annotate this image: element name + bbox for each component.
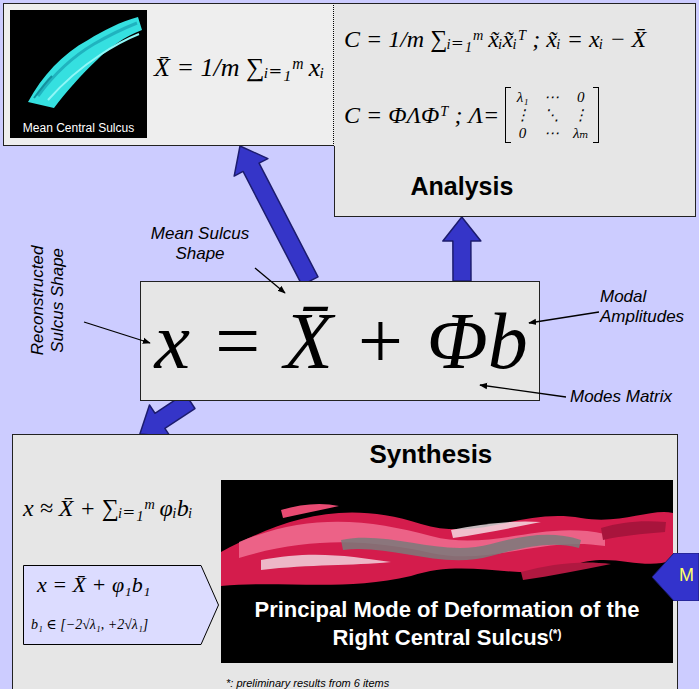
matrix-cell: 0	[515, 124, 530, 142]
text-slot: Mean Sulcus Shape	[144, 224, 256, 265]
mean-shape-panel: X̄ = 1/m ∑ᵢ₌₁ᵐ xᵢ Mean Central Sulcus	[3, 3, 334, 146]
callout-label: Modal Amplitudes	[600, 287, 684, 326]
text-slot: C = 1/m ∑ᵢ₌₁ᵐ x̃ᵢx̃ᵢᵀ ; x̃ᵢ = xᵢ − X̄	[344, 26, 646, 52]
text-slot: x = X̄ + Φb	[155, 297, 528, 385]
text-slot: Analysis	[411, 172, 514, 201]
text-slot: Modal Amplitudes	[600, 287, 696, 328]
matrix-cell: ⋯	[544, 124, 559, 142]
matrix-cell: λₘ	[573, 124, 589, 142]
text-slot: Modes Matrix	[570, 387, 672, 407]
text-slot: *: preliminary results from 6 items	[226, 673, 389, 689]
deformation-image: Principal Mode of Deformation of the Rig…	[221, 480, 673, 663]
model-equation-box: x = X̄ + Φb	[140, 281, 540, 401]
mode-formula-pentagon: x = X̄ + φ₁b₁ b₁ ∈ [−2√λ₁, +2√λ₁]	[23, 565, 219, 645]
block-arrow	[443, 217, 481, 281]
model-equation: x = X̄ + Φb	[155, 297, 528, 385]
text-slot: Mean Central Sulcus	[10, 118, 147, 136]
panel-heading: Synthesis	[370, 439, 493, 469]
text-slot: X̄ = 1/m ∑ᵢ₌₁ᵐ xᵢ	[154, 54, 324, 83]
diagonal-matrix: λ₁⋯0⋮⋱⋮0⋯λₘ	[505, 87, 599, 143]
callout-label: Modes Matrix	[570, 387, 672, 406]
matrix-cell: λ₁	[515, 88, 530, 106]
amplitude-range: b₁ ∈ [−2√λ₁, +2√λ₁]	[31, 617, 148, 632]
text-slot: Reconstructed Sulcus Shape	[28, 239, 69, 361]
image-caption: Mean Central Sulcus	[23, 121, 134, 135]
leader-line	[84, 322, 150, 343]
pointer-letter: M	[679, 565, 694, 585]
eigen-decomposition-formula: C = ΦΛΦᵀ ; Λ=	[344, 102, 499, 128]
text-slot: b₁ ∈ [−2√λ₁, +2√λ₁]	[31, 615, 148, 633]
matrix-cell: ⋮	[573, 106, 589, 124]
mean-sulcus-image: Mean Central Sulcus	[10, 10, 147, 138]
mean-shape-formula: X̄ = 1/m ∑ᵢ₌₁ᵐ xᵢ	[154, 53, 324, 82]
footnote-mark: (*)	[549, 627, 562, 641]
text-slot: x ≈ X̄ + ∑ᵢ₌₁ᵐ φᵢbᵢ	[23, 495, 192, 521]
text-slot: M	[679, 565, 694, 586]
matrix-cell: ⋮	[515, 106, 530, 124]
image-title: Principal Mode of Deformation of the Rig…	[254, 597, 639, 650]
matrix-cell: ⋱	[544, 106, 559, 124]
text-slot: C = ΦΛΦᵀ ; Λ=	[344, 102, 499, 128]
footnote: *: preliminary results from 6 items	[226, 677, 389, 689]
matrix-cell: ⋯	[544, 88, 559, 106]
sulcus-illustration	[10, 10, 147, 138]
first-mode-formula: x = X̄ + φ₁b₁	[37, 572, 150, 597]
pointer-tab: M	[652, 553, 699, 601]
matrix-cell: 0	[573, 88, 589, 106]
leader-line	[480, 385, 566, 397]
leader-line	[529, 312, 599, 323]
covariance-formula: C = 1/m ∑ᵢ₌₁ᵐ x̃ᵢx̃ᵢᵀ ; x̃ᵢ = xᵢ − X̄	[344, 26, 646, 52]
reconstruction-formula: x ≈ X̄ + ∑ᵢ₌₁ᵐ φᵢbᵢ	[23, 495, 192, 521]
text-slot: Synthesis	[370, 439, 493, 470]
text-slot: x = X̄ + φ₁b₁	[37, 573, 150, 597]
panel-heading: Analysis	[411, 172, 514, 200]
synthesis-panel: Synthesis x ≈ X̄ + ∑ᵢ₌₁ᵐ φᵢbᵢ *: prelimina…	[12, 434, 678, 689]
callout-label: Reconstructed Sulcus Shape	[28, 245, 67, 355]
leader-line	[255, 268, 285, 293]
callout-label: Mean Sulcus Shape	[151, 224, 249, 263]
block-arrow	[234, 146, 318, 285]
analysis-panel: C = 1/m ∑ᵢ₌₁ᵐ x̃ᵢx̃ᵢᵀ ; x̃ᵢ = xᵢ − X̄ C =…	[334, 3, 696, 217]
text-slot: Principal Mode of Deformation of the Rig…	[237, 596, 657, 651]
